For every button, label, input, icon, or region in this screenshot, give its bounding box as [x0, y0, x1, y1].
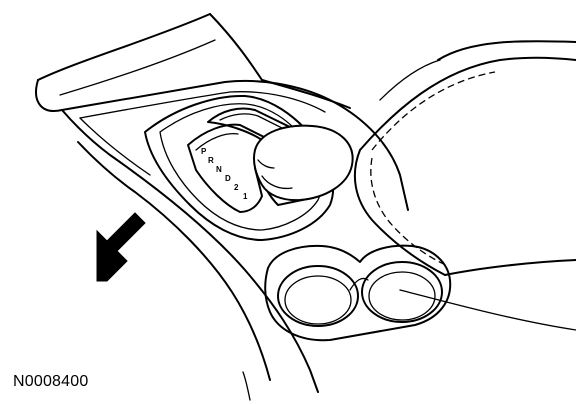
gear-label-n: N: [216, 165, 222, 174]
shift-knob: [252, 124, 354, 202]
gear-label-d: D: [225, 174, 231, 183]
gear-label-p: P: [201, 147, 207, 156]
figure-id-label: N0008400: [13, 373, 89, 390]
gear-label-r: R: [208, 156, 214, 165]
gear-label-2: 2: [234, 183, 239, 192]
gear-labels: P R N D 2 1: [201, 147, 248, 201]
cup-holders: [264, 244, 452, 342]
arrow-icon: [96, 212, 146, 282]
passenger-seat: [353, 40, 576, 331]
shifter-bezel: [144, 94, 335, 241]
cup-holder-right: [361, 261, 443, 323]
dashboard-trim: [35, 13, 351, 112]
gear-label-1: 1: [243, 192, 248, 201]
center-console: [61, 79, 409, 401]
cup-holder-left: [277, 265, 359, 327]
